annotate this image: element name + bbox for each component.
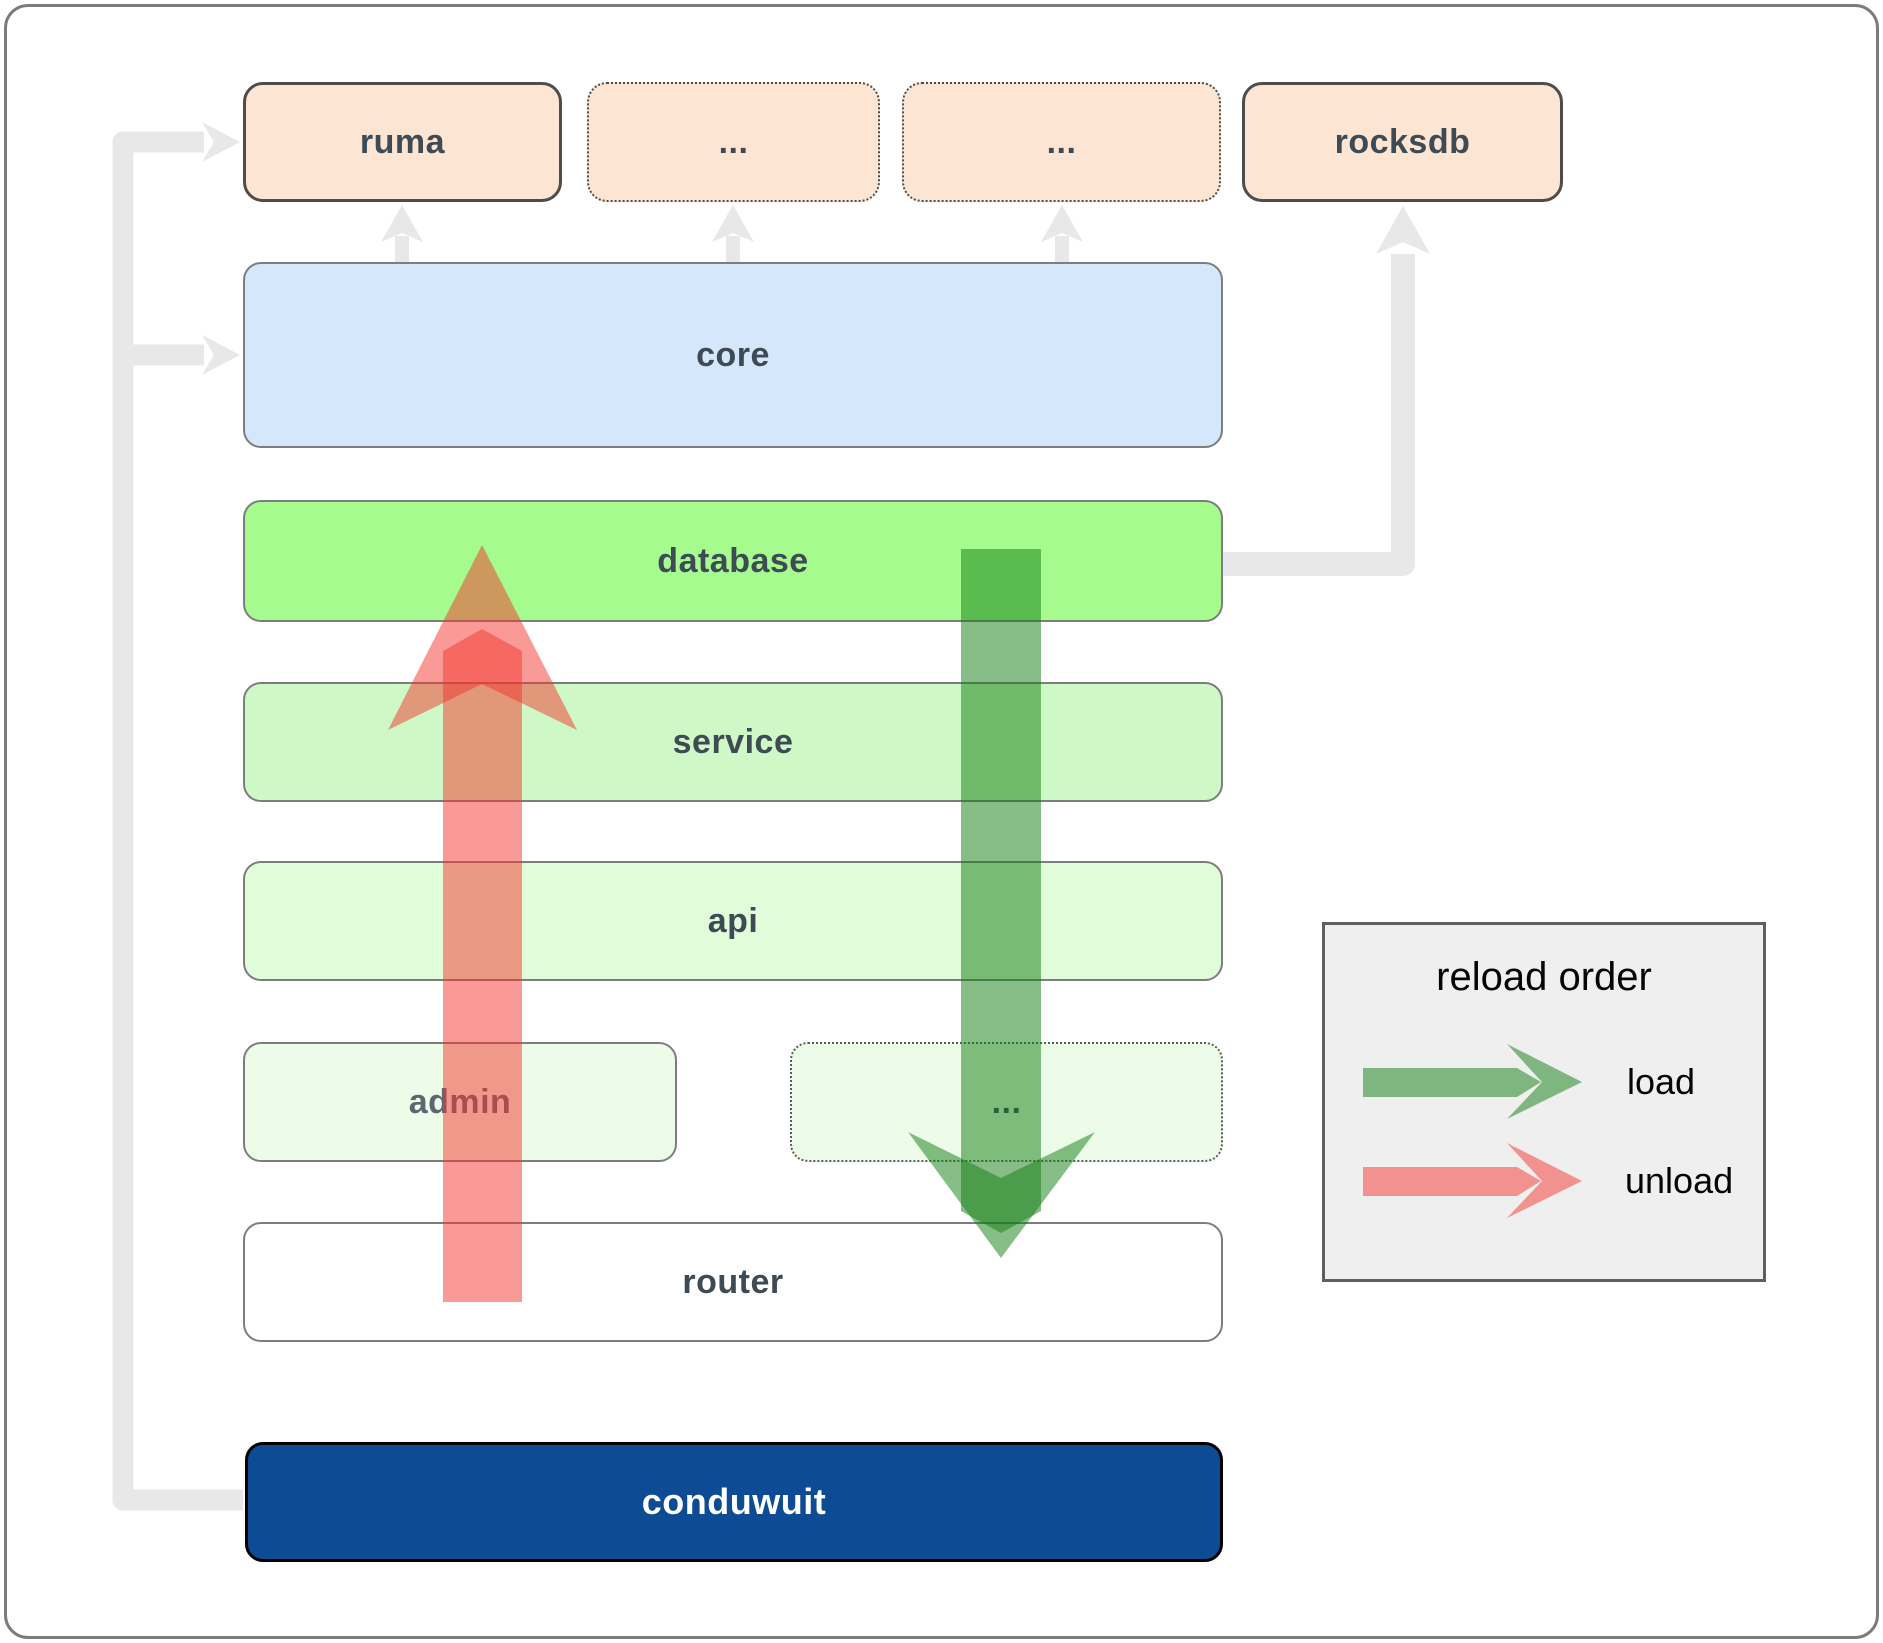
node-admin-label: admin xyxy=(408,1082,512,1121)
node-core-label: core xyxy=(696,335,770,374)
node-ellipsis-1-label: ... xyxy=(718,122,749,161)
node-router: router xyxy=(243,1222,1223,1342)
node-service-label: service xyxy=(672,722,794,761)
node-core: core xyxy=(243,262,1223,448)
node-admin-ellipsis: ... xyxy=(790,1042,1223,1162)
node-ruma: ruma xyxy=(243,82,562,202)
node-router-label: router xyxy=(682,1262,784,1301)
node-api: api xyxy=(243,861,1223,981)
node-conduwuit: conduwuit xyxy=(245,1442,1223,1562)
diagram-outer-frame xyxy=(4,4,1879,1639)
node-ellipsis-2-label: ... xyxy=(1046,122,1077,161)
legend-title: reload order xyxy=(1436,955,1652,999)
node-ellipsis-1: ... xyxy=(587,82,880,202)
node-rocksdb-label: rocksdb xyxy=(1334,122,1471,161)
node-conduwuit-label: conduwuit xyxy=(641,1481,827,1522)
node-database: database xyxy=(243,500,1223,622)
node-admin: admin xyxy=(243,1042,677,1162)
legend-load-label: load xyxy=(1627,1061,1696,1102)
node-rocksdb: rocksdb xyxy=(1242,82,1563,202)
node-ellipsis-2: ... xyxy=(902,82,1221,202)
node-service: service xyxy=(243,682,1223,802)
legend-unload-label: unload xyxy=(1625,1160,1734,1201)
node-ruma-label: ruma xyxy=(359,122,446,161)
node-api-label: api xyxy=(707,901,759,940)
node-admin-ellipsis-label: ... xyxy=(991,1082,1022,1121)
node-database-label: database xyxy=(657,541,809,580)
